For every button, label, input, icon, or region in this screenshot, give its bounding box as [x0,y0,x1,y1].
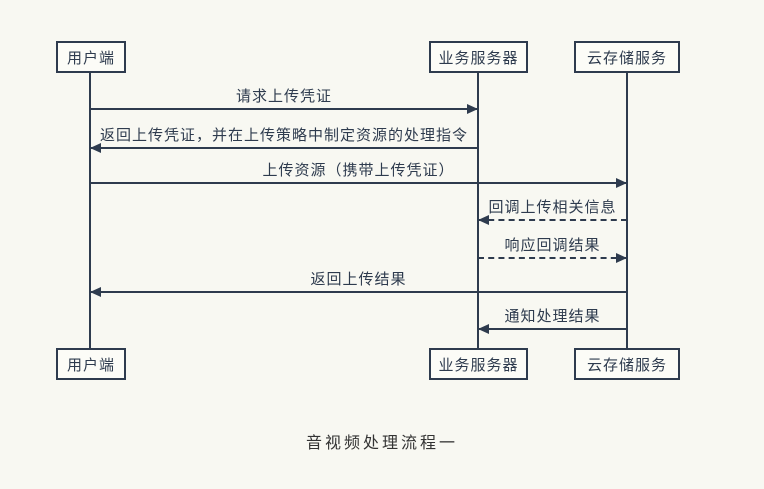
arrow-left-icon [478,215,489,225]
actor-bottom-user-client: 用户端 [56,348,126,380]
message-respond-callback-result: 响应回调结果 [478,235,627,263]
message-request-upload-credential: 请求上传凭证 [90,86,478,114]
message-label: 响应回调结果 [504,236,601,254]
message-label: 返回上传结果 [310,270,407,288]
arrow-left-icon [90,143,101,153]
actor-bottom-cloud-storage: 云存储服务 [574,348,680,380]
lifeline-business-server [477,73,479,348]
actor-top-business-server: 业务服务器 [429,41,528,73]
message-line [90,182,627,184]
arrow-left-icon [478,324,489,334]
message-return-upload-result: 返回上传结果 [90,269,627,297]
message-line [478,328,627,330]
actor-label: 用户端 [66,48,115,67]
actor-label: 业务服务器 [438,355,519,374]
actor-top-user-client: 用户端 [56,41,126,73]
arrow-left-icon [90,287,101,297]
actor-top-cloud-storage: 云存储服务 [574,41,680,73]
message-line [90,291,627,293]
message-label: 返回上传凭证，并在上传策略中制定资源的处理指令 [99,126,468,144]
message-notify-processing-result: 通知处理结果 [478,306,627,334]
lifeline-cloud-storage [626,73,628,348]
diagram-caption: 音视频处理流程一 [305,433,458,452]
message-label: 上传资源（携带上传凭证） [262,161,455,179]
message-line [90,147,478,149]
actor-label: 云存储服务 [586,355,667,374]
message-line [90,108,478,110]
actor-label: 云存储服务 [586,48,667,67]
arrow-right-icon [616,253,627,263]
actor-bottom-business-server: 业务服务器 [429,348,528,380]
message-return-upload-credential: 返回上传凭证，并在上传策略中制定资源的处理指令 [90,125,478,153]
message-upload-resource: 上传资源（携带上传凭证） [90,160,627,188]
message-label: 回调上传相关信息 [488,198,617,216]
actor-label: 业务服务器 [438,48,519,67]
arrow-right-icon [616,178,627,188]
message-callback-upload-info: 回调上传相关信息 [478,197,627,225]
message-line-dashed [478,257,627,259]
message-label: 通知处理结果 [504,307,601,325]
message-label: 请求上传凭证 [235,87,332,105]
actor-label: 用户端 [66,355,115,374]
message-line-dashed [478,219,627,221]
lifeline-user-client [89,73,91,348]
arrow-right-icon [467,104,478,114]
